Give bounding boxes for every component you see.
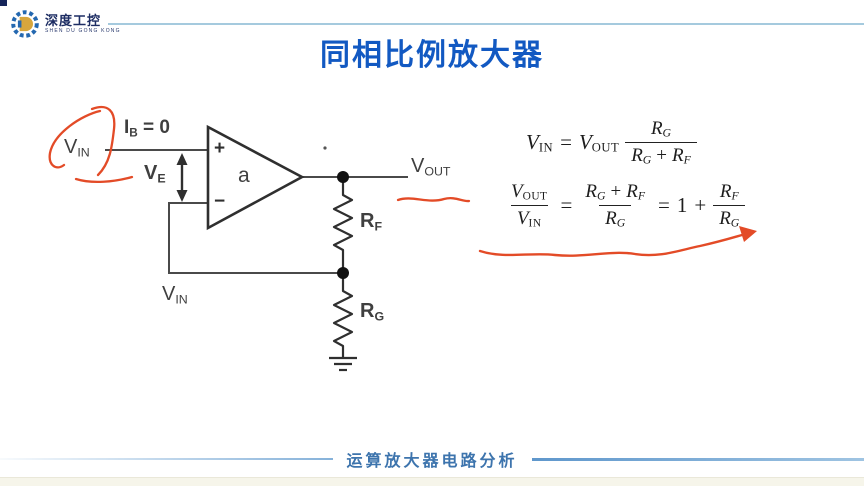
vout-base: V <box>411 155 425 177</box>
f2-rnum: RF <box>714 181 745 205</box>
brand-text: 深度工控 SHEN DU GONG KONG <box>45 12 121 35</box>
f1-lhs: VIN <box>526 130 553 156</box>
f2-one: 1 <box>676 193 688 218</box>
f2-lden-sub: IN <box>528 217 542 230</box>
f1-num-sub: G <box>662 126 672 140</box>
f1-den-a-sub: G <box>642 153 652 167</box>
label-ve: VE <box>144 162 166 185</box>
f2-equals-1: = <box>560 193 573 218</box>
minus-input-sign: − <box>214 191 226 212</box>
ground-icon <box>329 356 357 372</box>
f2-mnum-a: R <box>585 181 597 202</box>
ib-sub: B <box>129 126 138 140</box>
label-vout: VOUT <box>411 155 451 178</box>
ib-rest: = 0 <box>137 117 171 138</box>
f2-lnum-sub: OUT <box>522 190 548 203</box>
f2-mid-fraction: RG+RF RG <box>579 181 651 231</box>
f2-mnum: RG+RF <box>579 181 651 205</box>
f2-lden: VIN <box>510 205 548 230</box>
footer-line-left <box>0 457 333 461</box>
f1-den-a: R <box>631 145 643 167</box>
ib-base: I <box>124 117 130 138</box>
page-title: 同相比例放大器 <box>320 39 544 72</box>
header-divider-line <box>108 23 864 25</box>
label-vin-feedback: VIN <box>162 283 188 306</box>
f1-lhs-base: V <box>526 130 539 155</box>
gear-logo-icon <box>11 10 39 38</box>
f1-rhs-base: V <box>578 130 592 155</box>
brand-subtitle: SHEN DU GONG KONG <box>45 27 121 34</box>
f2-mden-sub: G <box>616 216 626 230</box>
red-underline-vout <box>396 197 471 203</box>
f1-rhs-sub: OUT <box>591 140 620 155</box>
f2-plus: + <box>694 193 707 218</box>
gain-label: a <box>238 164 250 187</box>
footer-line-right <box>531 457 864 461</box>
f2-rnum-base: R <box>719 181 732 202</box>
f1-den-b-sub: F <box>683 153 691 167</box>
f2-rden-sub: G <box>730 216 740 230</box>
f2-rnum-sub: F <box>731 189 739 203</box>
ve-base: V <box>144 162 158 184</box>
opamp-circuit-diagram: VIN IB = 0 VE + − a VOUT RF RG VIN <box>40 95 480 395</box>
footer-caption: 运算放大器电路分析 <box>346 453 518 470</box>
vout-sub: OUT <box>424 164 451 179</box>
f1-den-plus: + <box>656 145 668 167</box>
f2-left-fraction: VOUT VIN <box>505 181 554 230</box>
label-rg: RG <box>360 300 384 323</box>
brand-logo: 深度工控 SHEN DU GONG KONG <box>9 8 121 40</box>
brand-name: 深度工控 <box>45 12 102 28</box>
rg-sub: G <box>374 309 385 324</box>
rf-base: R <box>360 210 375 232</box>
f2-equals-2: = <box>658 193 670 218</box>
formula-gain: VOUT VIN = RG+RF RG = 1 + RF RG <box>505 181 746 231</box>
bottom-strip <box>0 477 864 486</box>
f1-numerator: RG <box>645 118 677 142</box>
f2-lnum-base: V <box>511 181 523 203</box>
label-rf: RF <box>360 210 382 233</box>
circuit-schematic <box>48 105 471 372</box>
f2-mden: RG <box>599 205 632 230</box>
f1-lhs-sub: IN <box>538 140 554 155</box>
plus-input-sign: + <box>214 138 226 159</box>
f1-num-base: R <box>650 118 663 139</box>
f2-lnum: VOUT <box>505 181 554 205</box>
red-circle-annotation <box>48 105 134 184</box>
f2-mden-base: R <box>605 208 617 230</box>
corner-mark <box>0 0 7 6</box>
f2-mnum-b: R <box>626 181 638 202</box>
f2-rden: RG <box>713 205 746 230</box>
footer: 运算放大器电路分析 <box>0 446 864 472</box>
f1-fraction: RG RG+RF <box>625 118 697 168</box>
label-bias-current: IB = 0 <box>124 117 170 139</box>
vin-sub: IN <box>77 145 90 160</box>
vin-base: V <box>64 136 78 158</box>
vin2-base: V <box>162 283 176 305</box>
f2-mnum-a-sub: G <box>596 189 606 203</box>
f2-mnum-b-sub: F <box>637 189 645 203</box>
f1-rhs: VOUT <box>579 130 619 156</box>
f2-right-fraction: RF RG <box>713 181 746 231</box>
rf-sub: F <box>374 219 383 234</box>
formula-vin-divider: VIN = VOUT RG RG+RF <box>526 118 697 168</box>
f1-equals: = <box>560 130 572 155</box>
vin2-sub: IN <box>175 292 188 307</box>
f1-den-b: R <box>672 145 684 167</box>
label-vin-input: VIN <box>64 136 90 159</box>
ve-sub: E <box>157 171 166 186</box>
f2-mnum-plus: + <box>610 181 622 202</box>
f2-lden-base: V <box>516 208 529 230</box>
rg-base: R <box>360 300 375 322</box>
f2-rden-base: R <box>719 208 731 230</box>
f1-denominator: RG+RF <box>625 142 697 167</box>
